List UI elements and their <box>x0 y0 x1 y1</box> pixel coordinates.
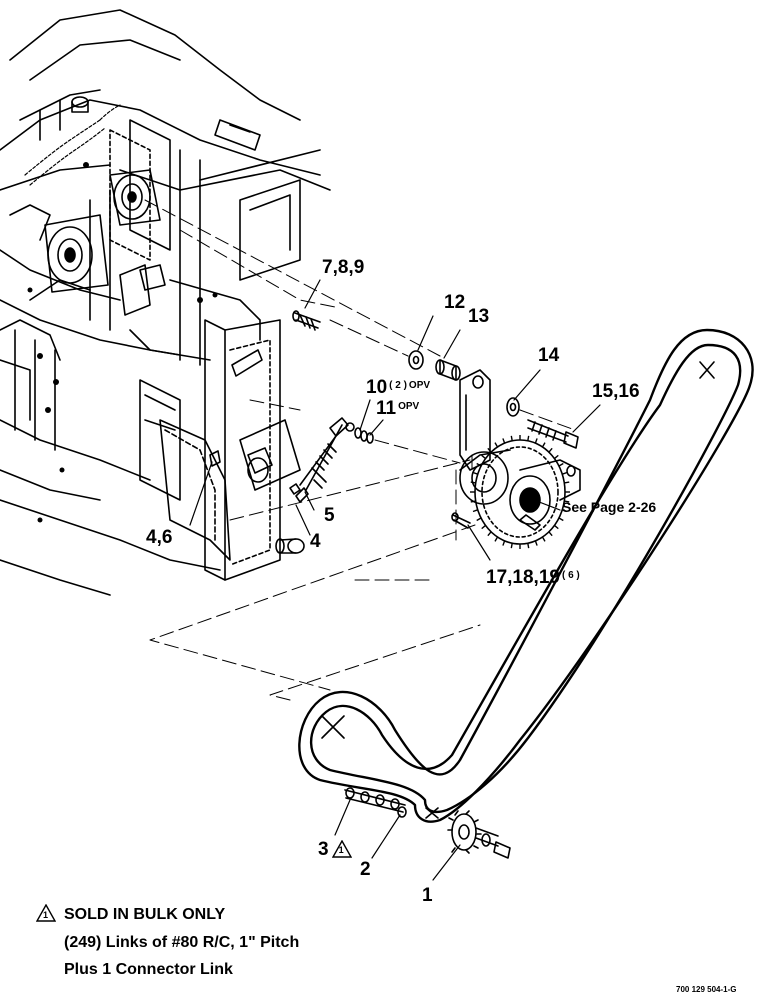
washers-10-11 <box>354 427 374 444</box>
mounting-plate <box>231 349 301 491</box>
note-line-2: (249) Links of #80 R/C, 1" Pitch <box>64 934 300 951</box>
shaft-4 <box>275 538 305 554</box>
knob <box>71 96 89 113</box>
frame-chain <box>24 104 121 186</box>
callout-10-qty: ( 2 ) <box>389 380 407 391</box>
figure-id: 700 129 504-1-G <box>676 985 737 994</box>
sprocket-tooth <box>558 517 564 522</box>
sprocket-tooth <box>494 442 499 448</box>
sprocket-tooth <box>548 531 553 537</box>
loose-chain-links <box>344 787 407 818</box>
sprocket-tooth <box>527 435 530 441</box>
center-hub <box>119 264 166 316</box>
sprocket-tooth <box>502 540 506 546</box>
callout-3-number: 3 <box>318 839 329 860</box>
bolt-17 <box>451 512 471 529</box>
sprocket-tooth <box>562 471 568 475</box>
frame-bearing <box>44 169 161 293</box>
chain-x-marks <box>321 361 715 819</box>
callout-15-16: 15,16 <box>592 381 640 402</box>
drive-sprocket-1 <box>447 810 511 859</box>
sprocket-tooth <box>481 524 486 530</box>
footnote-delta-number: 1 <box>43 910 49 920</box>
sprocket-tooth <box>487 447 492 453</box>
sprocket-tooth <box>472 509 478 513</box>
footnote-delta: 1 <box>36 904 56 922</box>
sprocket-tooth <box>494 536 499 542</box>
callout-12: 12 <box>444 292 466 313</box>
callout-13: 13 <box>468 306 490 327</box>
sprocket-tooth <box>541 536 546 542</box>
delta-symbol: 1 <box>331 840 352 858</box>
drive-chain-loop <box>298 328 754 823</box>
callout-4-6: 4,6 <box>146 527 173 548</box>
frame-bolts <box>27 162 218 523</box>
callout-17-18-19: 17,18,19( 6 ) <box>486 568 580 587</box>
sprocket-tooth <box>487 531 492 537</box>
sprocket-tooth <box>564 500 570 503</box>
bolt-7-8-9 <box>292 310 321 331</box>
sprocket-teeth <box>470 435 570 549</box>
sprocket-tooth <box>481 454 486 460</box>
callout-3: 3 1 <box>318 840 352 859</box>
sprocket-tooth <box>558 462 564 467</box>
washer-12 <box>408 350 424 370</box>
sprocket-tooth <box>554 454 559 460</box>
spacer-13 <box>435 359 461 381</box>
callout-10-opv: OPV <box>408 380 431 391</box>
sprocket-tooth <box>470 500 476 503</box>
sprocket-tooth <box>564 481 570 484</box>
sprocket-tooth <box>541 442 546 448</box>
tensioner-spring-5 <box>289 417 355 503</box>
callout-7-8-9: 7,8,9 <box>322 257 365 278</box>
callout-10-number: 10 <box>366 377 388 398</box>
sprocket-tooth <box>554 524 559 530</box>
callout-11-opv: OPV <box>398 401 420 412</box>
sprocket-tooth <box>534 438 538 444</box>
sprocket-tooth <box>510 543 513 549</box>
sprocket-tooth <box>502 438 506 444</box>
sprocket-tooth <box>476 462 482 467</box>
callout-4: 4 <box>310 531 321 552</box>
delta-number: 1 <box>338 845 344 855</box>
sprocket-assembly <box>459 439 581 545</box>
callout-14: 14 <box>538 345 560 366</box>
sprocket-tooth <box>534 540 538 546</box>
sprocket-tooth <box>548 447 553 453</box>
sprocket-tooth <box>476 517 482 522</box>
sprocket-tooth <box>510 435 513 441</box>
callout-2: 2 <box>360 859 371 880</box>
note-line-1: SOLD IN BULK ONLY <box>64 906 226 923</box>
sprocket-tooth <box>470 481 476 484</box>
sprocket-tooth <box>527 543 530 549</box>
machine-frame <box>0 9 331 596</box>
idler-arm <box>459 369 491 471</box>
sprocket-tooth <box>562 509 568 513</box>
callout-1: 1 <box>422 885 433 906</box>
callout-leaders <box>189 279 601 881</box>
sprocket-tooth <box>472 471 478 475</box>
callout-17-18-19-number: 17,18,19 <box>486 567 560 588</box>
note-line-3: Plus 1 Connector Link <box>64 961 233 978</box>
bolt-15-16 <box>527 419 579 449</box>
callout-5: 5 <box>324 505 335 526</box>
callout-10: 10( 2 )OPV <box>366 378 430 397</box>
callout-17-qty: ( 6 ) <box>561 570 580 581</box>
washer-14 <box>506 397 520 417</box>
phantom-lines <box>144 199 576 701</box>
callout-11-number: 11 <box>376 398 397 419</box>
callout-see-page: See Page 2-26 <box>562 499 657 515</box>
